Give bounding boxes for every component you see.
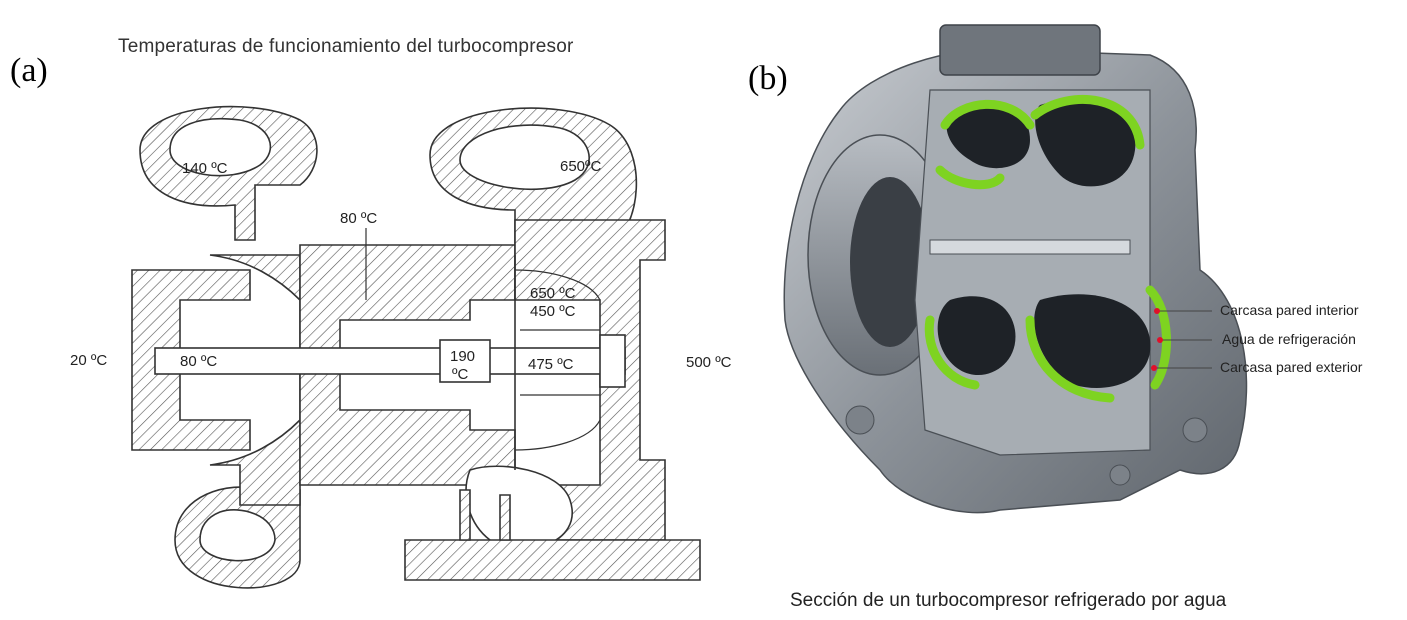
temp-turbine-wheel: 475 ºC (528, 356, 574, 373)
temp-shaft-center-a: 190 (450, 348, 476, 365)
temp-shaft-compressor-side: 80 ºC (180, 353, 218, 370)
callout-outer-wall: Carcasa pared exterior (1220, 359, 1363, 375)
temp-compressor-volute: 140 ºC (182, 160, 228, 177)
temp-outlet: 500 ºC (686, 354, 732, 371)
diagram-a-title: Temperaturas de funcionamiento del turbo… (118, 36, 574, 57)
turbocharger-cross-section (131, 105, 701, 589)
temp-turbine-inlet-a: 650 ºC (530, 285, 576, 302)
temp-turbine-inlet-b: 450 ºC (530, 303, 576, 320)
temp-inlet: 20 ºC (70, 352, 108, 369)
diagram-b-caption: Sección de un turbocompresor refrigerado… (790, 590, 1227, 611)
temp-bearing-housing: 80 ºC (340, 210, 378, 227)
temp-shaft-center-b: ºC (452, 366, 469, 383)
panel-b-letter: (b) (748, 60, 788, 97)
panel-a-letter: (a) (10, 52, 48, 89)
temp-turbine-volute: 650ºC (560, 158, 602, 175)
callout-inner-wall: Carcasa pared interior (1220, 302, 1359, 318)
callout-coolant: Agua de refrigeración (1222, 331, 1356, 347)
